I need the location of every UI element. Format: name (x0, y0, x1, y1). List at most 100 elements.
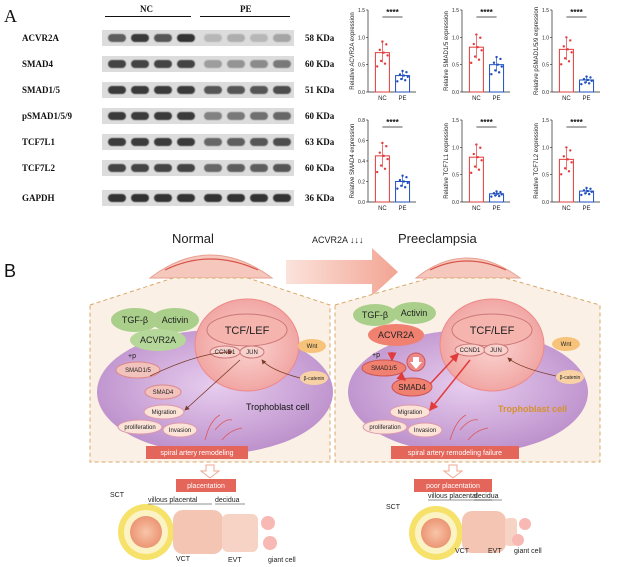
blot-band (273, 34, 291, 42)
remodel-normal-box (146, 446, 248, 459)
x-tick-label: NC (562, 96, 571, 102)
significance-label: **** (480, 118, 493, 127)
data-point (500, 65, 503, 68)
panel-a-letter: A (4, 6, 17, 26)
data-point (401, 174, 404, 177)
data-point (382, 154, 385, 158)
sct-label-normal: SCT (110, 492, 125, 499)
blot-band (108, 60, 126, 68)
data-point (585, 186, 588, 190)
blot-band (131, 60, 149, 68)
spiral-artery-pe (449, 414, 489, 441)
invasion-label-normal: Invasion (169, 428, 191, 434)
data-point (563, 57, 567, 60)
remodel-pe-label: spiral artery remodeling failure (408, 450, 502, 457)
blot-row (102, 82, 294, 98)
blot-kda: 60 KDa (305, 111, 335, 121)
blot-band (204, 138, 222, 146)
blot-band (250, 60, 268, 68)
jun-normal (239, 345, 265, 359)
y-tick-label: 0.0 (542, 200, 549, 206)
blot-band (273, 112, 291, 120)
data-point (405, 70, 408, 74)
data-point (584, 192, 587, 195)
smad15-normal (115, 361, 161, 379)
data-point (383, 62, 387, 65)
blot-band (131, 138, 149, 146)
decidua-label-pe: decidua (474, 493, 499, 500)
data-point (490, 73, 493, 76)
data-point (587, 192, 591, 196)
data-point (385, 43, 388, 46)
data-point (398, 73, 402, 76)
data-point (381, 141, 384, 145)
down-arrow-icon (410, 357, 422, 369)
anatomy-pe (409, 506, 531, 560)
y-tick-label: 1.5 (358, 8, 365, 14)
y-tick-label: 1.0 (452, 145, 459, 151)
significance-label: **** (480, 8, 493, 17)
blot-label: SMAD4 (22, 59, 53, 69)
ccnd1-label-pe: CCND1 (460, 348, 481, 354)
smad4-normal (144, 384, 182, 400)
y-tick-label: 1.5 (542, 118, 549, 124)
y-axis-label: Relative TCF7L1 expression (444, 123, 450, 199)
y-axis-label: Relative SMAD4 expression (350, 124, 356, 199)
decidua-label-normal: decidua (215, 497, 240, 504)
blot-band (204, 194, 222, 202)
evt-label-pe: EVT (488, 548, 502, 555)
data-point (477, 58, 481, 61)
x-tick-label: PE (583, 206, 591, 212)
wnt-normal (298, 339, 326, 353)
smad15-label-pe: SMAD1/5 (371, 366, 397, 372)
migration-label-normal: Migration (152, 410, 177, 416)
blot-band (250, 194, 268, 202)
x-tick-label: PE (399, 96, 407, 102)
blot-band (108, 112, 126, 120)
data-point (495, 55, 498, 59)
data-point (381, 40, 384, 43)
data-point (589, 187, 592, 190)
data-point (585, 75, 588, 78)
data-point (477, 168, 481, 171)
vct-label-normal: VCT (176, 556, 191, 563)
y-tick-label: 0.5 (452, 63, 459, 69)
x-tick-label: PE (399, 206, 407, 212)
data-point (479, 146, 482, 149)
data-point (582, 77, 586, 81)
data-point (403, 186, 407, 189)
data-point (566, 48, 569, 51)
data-point (566, 158, 569, 161)
data-point (590, 190, 593, 194)
activin-pe (392, 302, 436, 324)
y-tick-label: 0.0 (358, 200, 365, 206)
data-point (569, 149, 572, 152)
placenta-dome-pe (414, 257, 522, 279)
data-point (499, 57, 502, 61)
y-tick-label: 1.0 (542, 145, 549, 151)
data-point (470, 61, 473, 65)
blot-band (227, 112, 245, 120)
blot-label: TCF7L2 (22, 163, 56, 173)
bcatenin-label-pe: β-catenin (560, 375, 581, 381)
group-label-nc: NC (140, 4, 153, 14)
bcatenin-label-normal: β-catenin (304, 376, 325, 382)
proliferation-label-normal: proliferation (124, 425, 155, 431)
ccnd1-label-normal: CCND1 (215, 350, 236, 356)
data-point (476, 155, 479, 159)
cell-label-normal: Trophoblast cell (246, 402, 309, 412)
y-tick-label: 1.5 (452, 118, 459, 124)
placentation-normal-label: placentation (187, 483, 225, 490)
y-tick-label: 0.5 (542, 173, 549, 179)
x-tick-label: PE (493, 206, 501, 212)
blot-band (108, 164, 126, 172)
group-line-pe (200, 16, 290, 17)
transition-label: ACVR2A ↓↓↓ (312, 235, 364, 245)
smad15-label-normal: SMAD1/5 (125, 368, 151, 374)
acvr2a-normal (130, 329, 186, 351)
data-point (587, 82, 591, 85)
blot-band (204, 86, 222, 94)
data-point (570, 51, 573, 54)
data-point (475, 143, 478, 146)
